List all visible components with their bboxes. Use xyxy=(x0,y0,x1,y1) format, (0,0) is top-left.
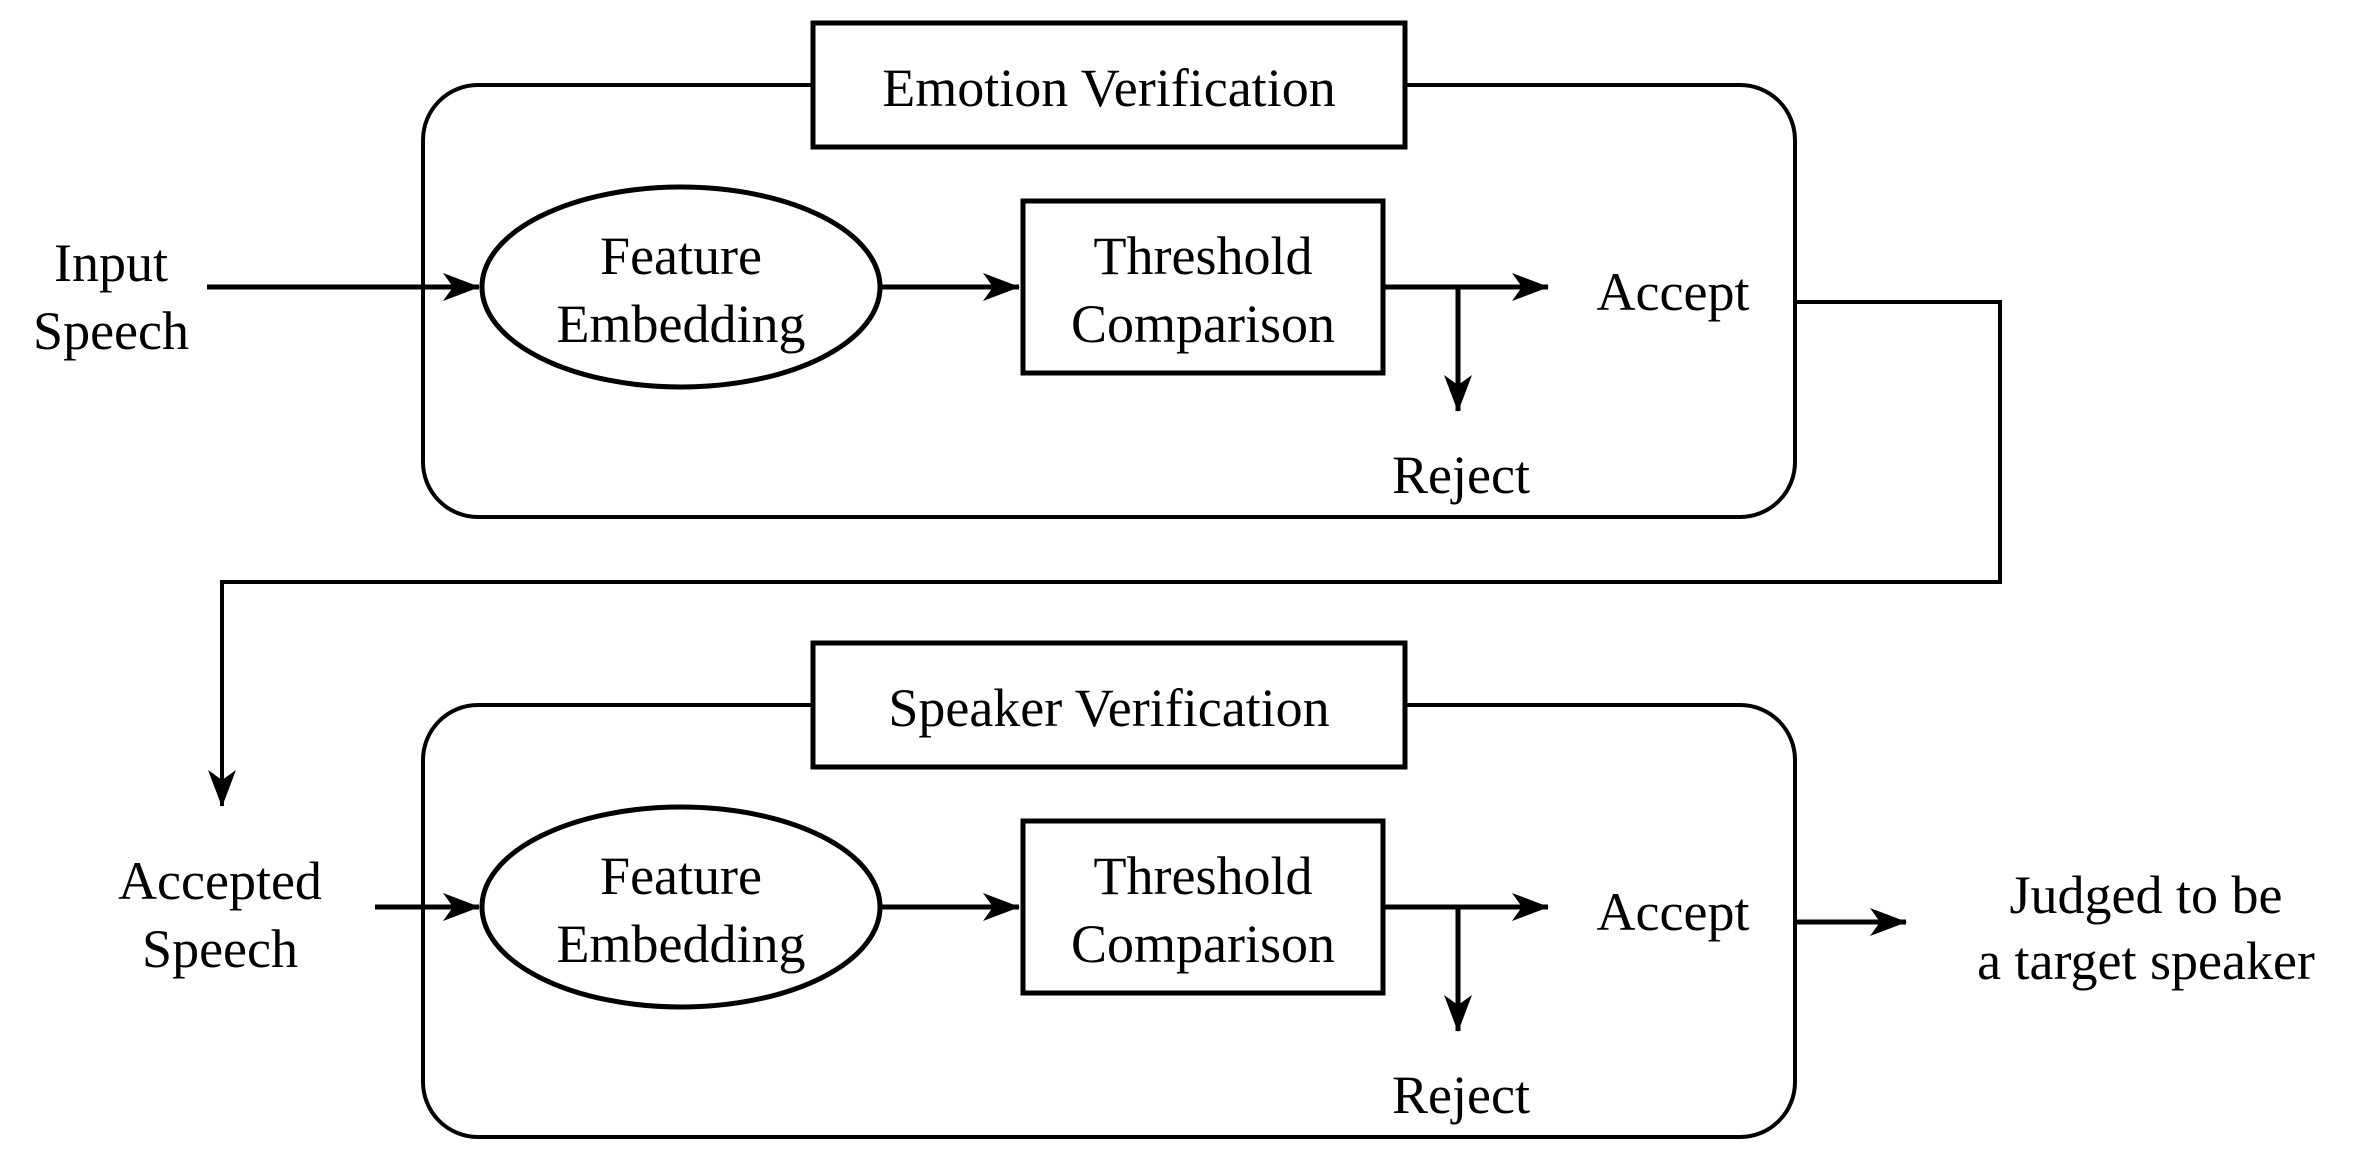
emotion-threshold-label-line1: Threshold xyxy=(1094,226,1313,286)
speaker-verification-stage: Speaker Verification Accepted Speech Fea… xyxy=(118,640,2315,1139)
speaker-title: Speaker Verification xyxy=(888,678,1329,738)
input-speech-label-line2: Speech xyxy=(33,301,189,361)
emotion-reject-label: Reject xyxy=(1392,445,1530,505)
output-label-line1: Judged to be xyxy=(2010,865,2283,925)
output-label-line2: a target speaker xyxy=(1977,931,2315,991)
emotion-title: Emotion Verification xyxy=(882,58,1335,118)
speaker-reject-label: Reject xyxy=(1392,1065,1530,1125)
accepted-speech-label-line1: Accepted xyxy=(118,851,322,911)
emotion-verification-stage: Emotion Verification Input Speech Featur… xyxy=(33,20,1797,519)
accepted-speech-label-line2: Speech xyxy=(142,919,298,979)
speaker-threshold-box xyxy=(1020,818,1386,996)
accept-to-accepted-speech-connector xyxy=(208,300,2002,807)
emotion-accept-label: Accept xyxy=(1597,262,1750,322)
speaker-threshold-label-line1: Threshold xyxy=(1094,846,1313,906)
speaker-threshold-label-line2: Comparison xyxy=(1071,914,1335,974)
emotion-title-box xyxy=(810,20,1408,150)
emotion-feature-embedding-label-line1: Feature xyxy=(600,226,762,286)
speaker-feature-embedding-label-line2: Embedding xyxy=(557,914,806,974)
speaker-feature-embedding-ellipse xyxy=(479,804,883,1010)
emotion-threshold-label-line2: Comparison xyxy=(1071,294,1335,354)
emotion-feature-embedding-label-line2: Embedding xyxy=(557,294,806,354)
speaker-title-box xyxy=(810,640,1408,770)
input-speech-label-line1: Input xyxy=(54,233,168,293)
speaker-feature-embedding-label-line1: Feature xyxy=(600,846,762,906)
emotion-feature-embedding-ellipse xyxy=(479,184,883,390)
emotion-threshold-box xyxy=(1020,198,1386,376)
speaker-accept-label: Accept xyxy=(1597,882,1750,942)
